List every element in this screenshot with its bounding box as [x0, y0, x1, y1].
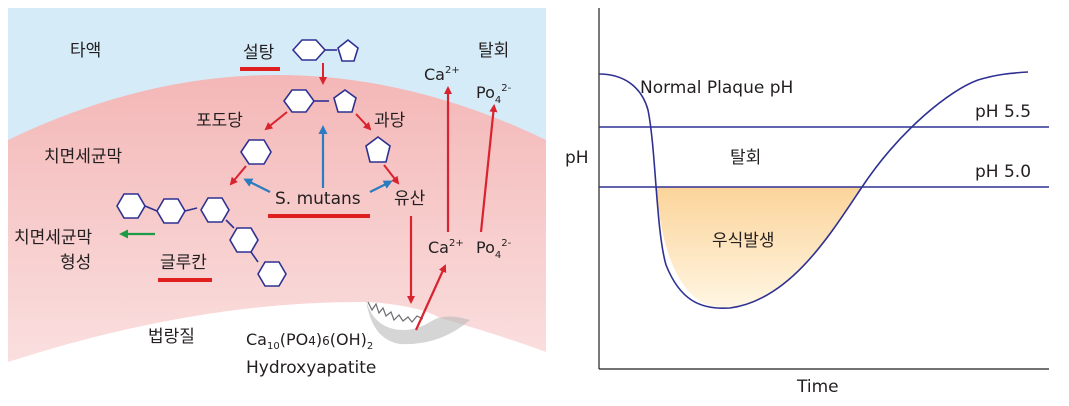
- ca-ion-lower: Ca2+: [428, 238, 464, 257]
- arrow-po-up: [479, 104, 498, 233]
- caries-label: 우식발생: [712, 231, 775, 251]
- plaque-ph-curve: [598, 71, 1029, 310]
- po-ion-upper: Po42-: [476, 83, 512, 106]
- caries-process-diagram: [8, 8, 546, 398]
- arrow-enamel-to-ions: [414, 264, 447, 331]
- lactic-acid-label: 유산: [394, 189, 426, 209]
- erosion-edge: [367, 301, 424, 323]
- arrow-glucose-to-glucan: [229, 165, 247, 186]
- plaque-ph-chart: pH Time Normal Plaque pH pH 5.5 pH 5.0 탈…: [565, 8, 1049, 397]
- enamel-region: [8, 301, 546, 398]
- svg-text:Ca2+: Ca2+: [424, 65, 460, 84]
- plaque-formation-label: 치면세균막: [14, 228, 93, 248]
- plaque-label: 치면세균막: [44, 147, 123, 167]
- demineralization-label-right: 탈회: [730, 148, 761, 168]
- y-axis-label: pH: [565, 148, 589, 168]
- arrow-bacteria-to-acid: [369, 180, 393, 193]
- arrow-to-glucose: [264, 111, 288, 131]
- demineralization-label-left: 탈회: [478, 41, 509, 61]
- arrow-to-fructose: [355, 113, 372, 131]
- ca-ion-upper: Ca2+: [424, 65, 460, 84]
- po-ion-lower: Po42-: [476, 238, 512, 261]
- glucan-label: 글루칸: [160, 253, 207, 273]
- ph50-label: pH 5.0: [975, 162, 1031, 182]
- svg-text:Po42-: Po42-: [476, 238, 512, 261]
- glucose-label: 포도당: [196, 111, 243, 131]
- arrow-fructose-to-acid: [383, 164, 400, 185]
- fructose-molecule: [365, 136, 391, 163]
- ph55-label: pH 5.5: [975, 102, 1031, 122]
- hydroxyapatite-formula: Ca10(PO4)6(OH)2: [246, 330, 373, 352]
- glucose-fructose-molecule: [283, 89, 357, 113]
- caries-zone: [655, 187, 862, 309]
- x-axis-label: Time: [796, 377, 839, 397]
- arrow-bacteria-to-glucan: [243, 178, 271, 193]
- saliva-label: 타액: [70, 41, 101, 61]
- plaque-formation-label-2: 형성: [60, 253, 91, 273]
- svg-text:Ca2+: Ca2+: [428, 238, 464, 257]
- sucrose-molecule: [291, 38, 359, 62]
- s-mutans-label: S. mutans: [275, 189, 361, 209]
- enamel-label: 법랑질: [148, 327, 195, 347]
- fructose-label: 과당: [374, 111, 406, 131]
- glucan-molecule: [116, 193, 287, 287]
- erosion-shadow: [366, 300, 470, 345]
- hydroxyapatite-label: Hydroxyapatite: [246, 358, 376, 378]
- glucose-molecule: [240, 139, 272, 165]
- svg-text:Ca10(PO4)6(OH)2: Ca10(PO4)6(OH)2: [246, 330, 373, 352]
- sucrose-label: 설탕: [243, 43, 275, 63]
- svg-text:Po42-: Po42-: [476, 83, 512, 106]
- curve-label: Normal Plaque pH: [640, 78, 793, 98]
